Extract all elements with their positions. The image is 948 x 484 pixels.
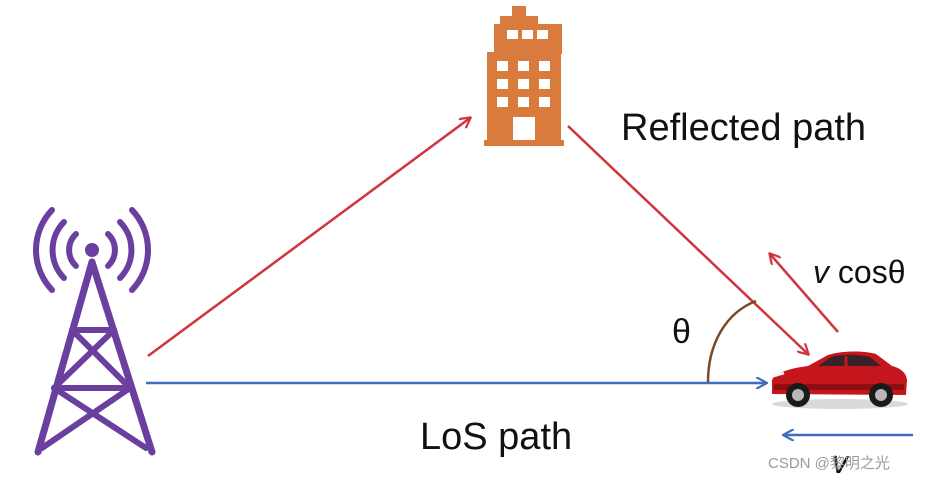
reflected-path-label: Reflected path	[621, 107, 867, 149]
cell-tower-icon	[33, 207, 156, 456]
reflected-path-arrow-up	[147, 118, 470, 358]
cos-theta-text: cosθ	[829, 254, 906, 290]
angle-arc	[706, 299, 757, 383]
building-icon	[484, 6, 564, 146]
v-symbol: v	[813, 254, 829, 290]
velocity-symbol: v	[832, 444, 848, 480]
velocity-label: v	[832, 444, 848, 481]
los-path-label: LoS path	[420, 416, 573, 458]
reflected-path-arrow-down	[567, 125, 808, 354]
v-cos-theta-label: v cosθ	[813, 254, 905, 291]
v-cos-theta-arrow	[770, 254, 839, 333]
watermark: CSDN @黎明之光	[768, 455, 890, 472]
car-icon	[772, 351, 908, 409]
theta-label: θ	[672, 313, 691, 351]
